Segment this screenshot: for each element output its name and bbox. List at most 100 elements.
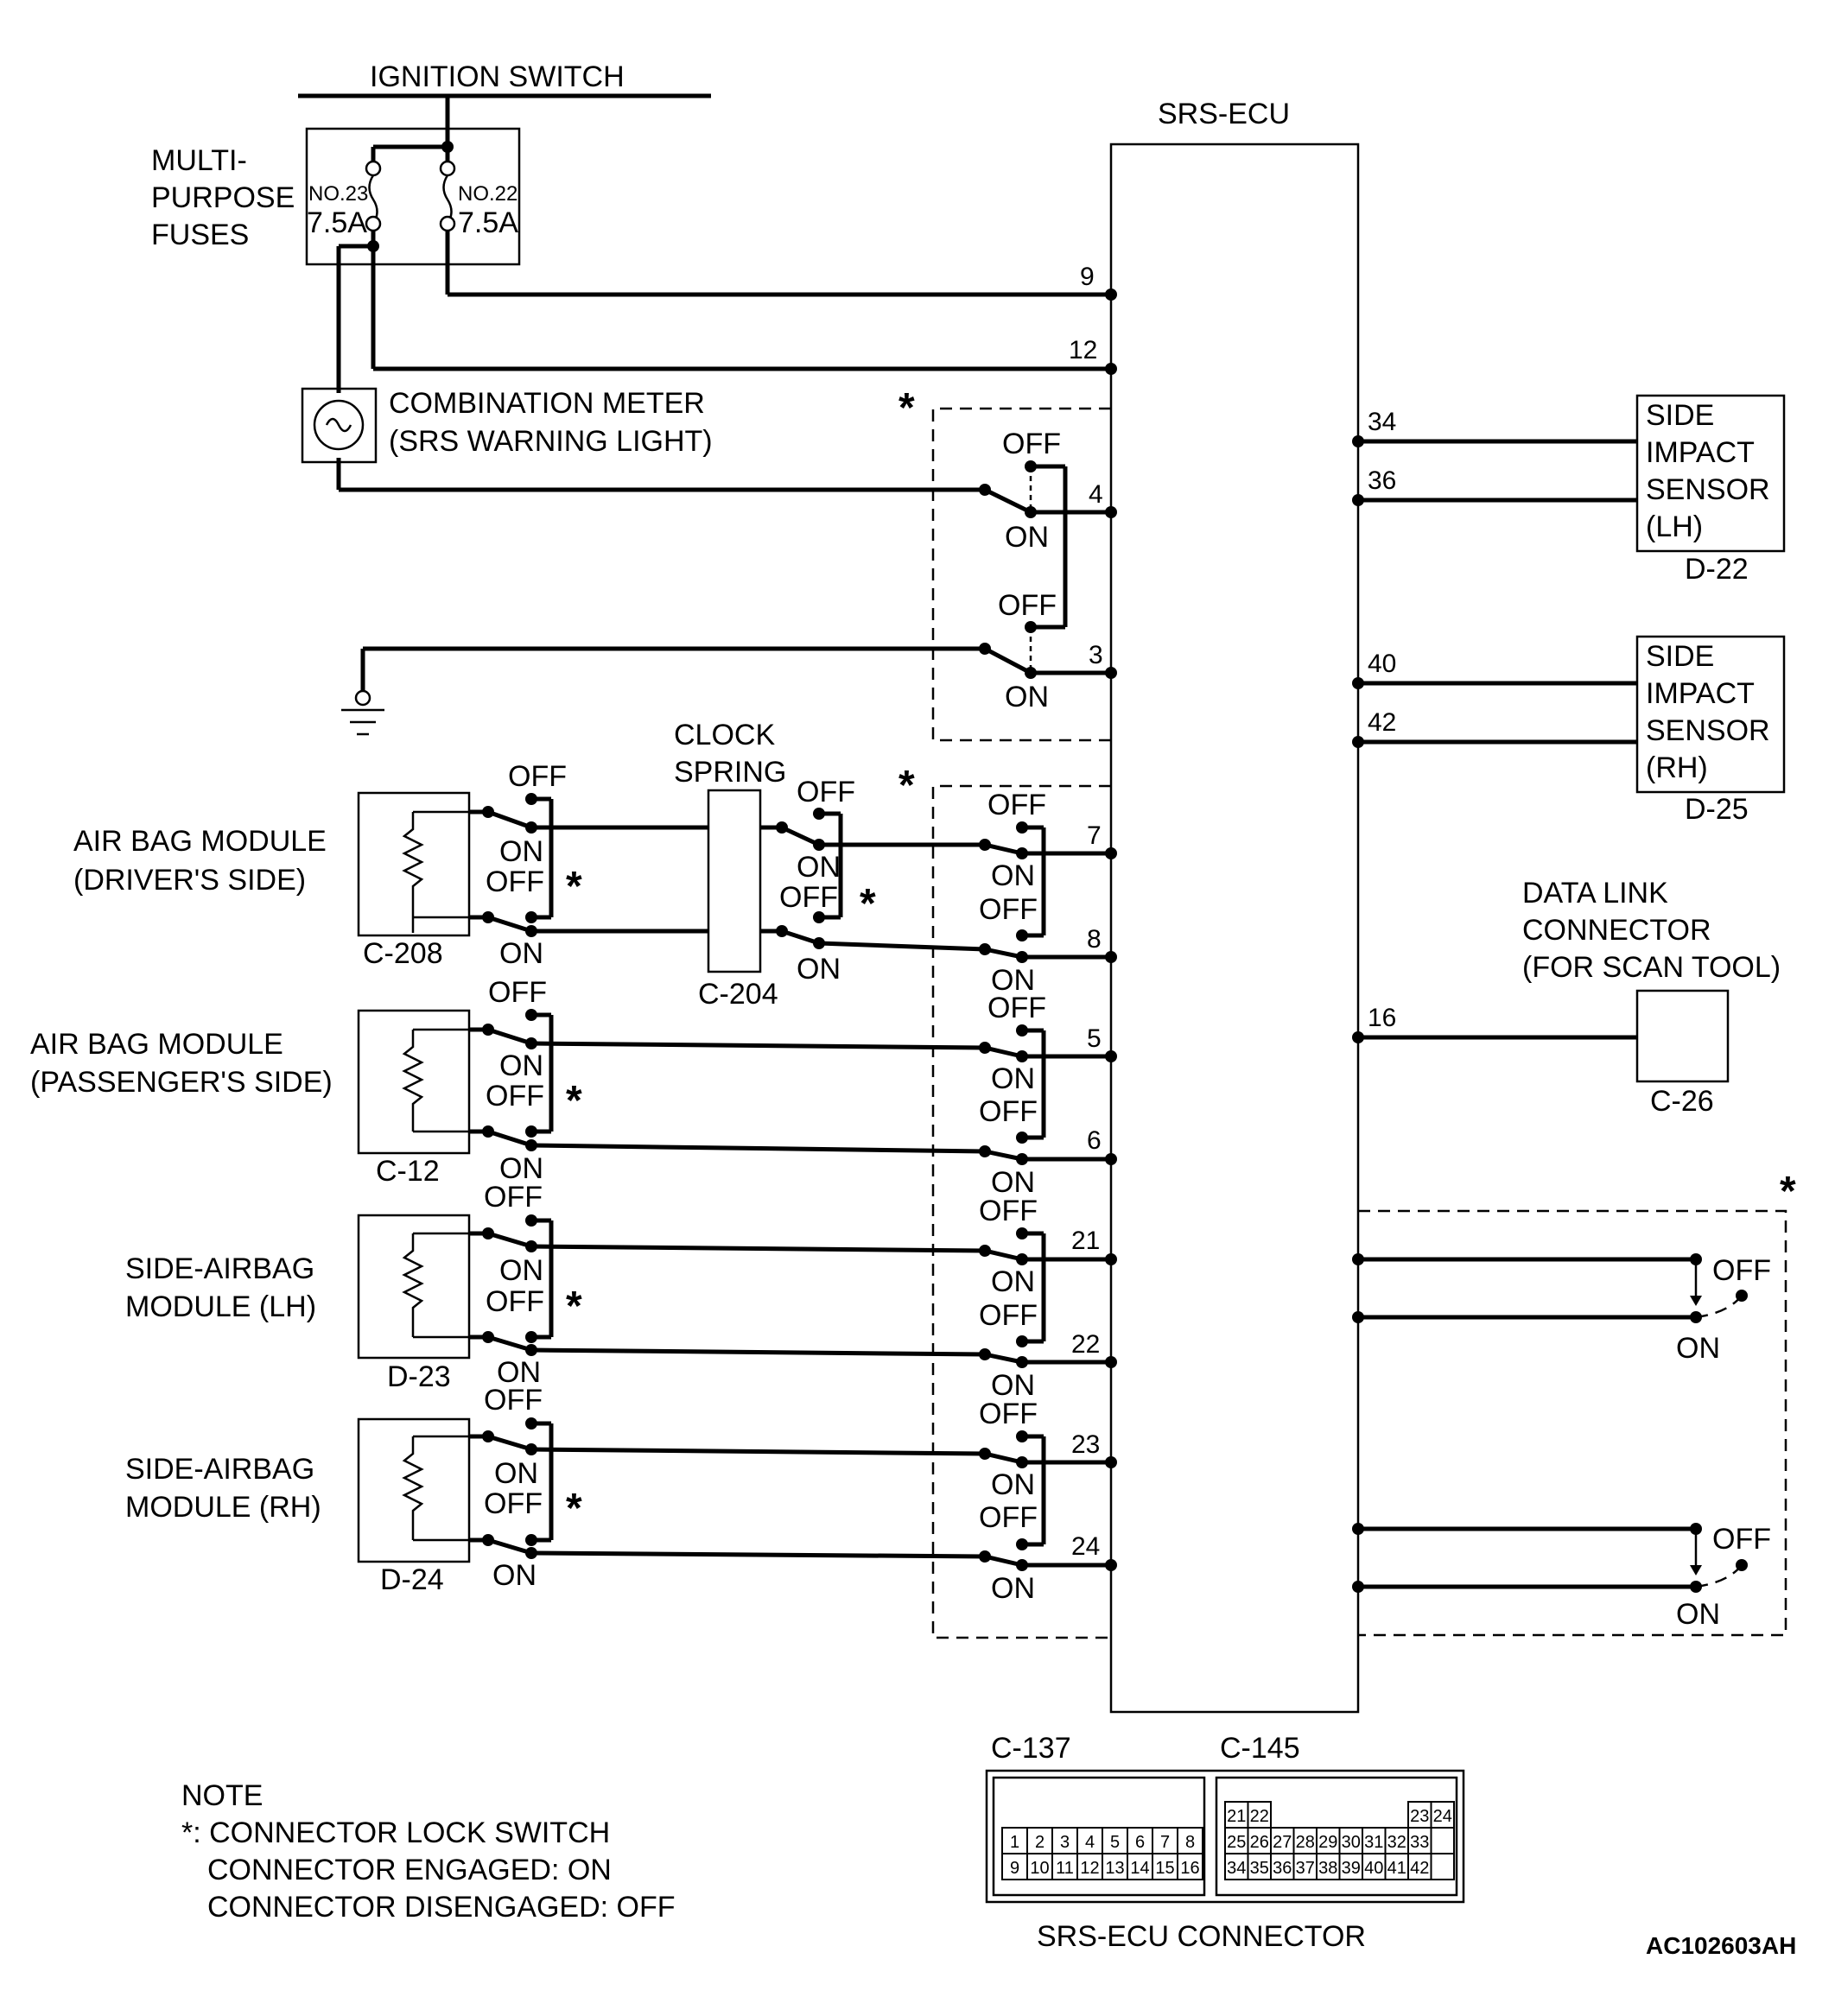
ecu-pin-23: 23 [1071,1430,1100,1459]
svg-text:OFF: OFF [987,789,1046,821]
pin-number: 41 [1387,1859,1406,1878]
svg-text:OFF: OFF [987,992,1046,1024]
pin-number: 15 [1155,1859,1174,1878]
pin-number: 40 [1364,1859,1383,1878]
clock-spring-label-2: SPRING [674,756,786,789]
svg-text:OFF: OFF [508,760,567,793]
mp-fuses-label-3: FUSES [151,219,249,251]
svg-text:SENSOR: SENSOR [1646,714,1770,747]
data-link-connector-box [1635,989,1730,1083]
connector-c145 [1215,1776,1458,1897]
resistor-icon [402,1030,424,1132]
pin-number: 29 [1318,1833,1337,1852]
pin-number: 11 [1056,1859,1074,1878]
svg-text:ON: ON [499,1152,543,1185]
pin-number: 36 [1273,1859,1292,1878]
module-box [357,791,471,937]
pin-number: 37 [1296,1859,1315,1878]
svg-text:ON: ON [492,1559,537,1592]
ecu-connector-frame [985,1769,1465,1904]
ecu-pin-9: 9 [1080,263,1095,291]
clock-spring-box [707,789,762,973]
note-line-3: CONNECTOR DISENGAGED: OFF [207,1891,676,1924]
svg-text:(DRIVER'S SIDE): (DRIVER'S SIDE) [73,864,306,897]
connector-c137 [992,1776,1206,1897]
fuse-23-rating: 7.5A [307,206,367,239]
svg-text:SIDE-AIRBAG: SIDE-AIRBAG [125,1453,314,1486]
resistor-icon [402,1233,424,1337]
pin-cell [1430,1853,1455,1880]
note-title: NOTE [181,1779,263,1812]
ecu-pin-8: 8 [1087,925,1102,954]
svg-text:ON: ON [991,1572,1035,1605]
dlc-label-2: CONNECTOR [1522,914,1711,947]
clock-spring-label-1: CLOCK [674,719,775,751]
svg-text:ON: ON [499,835,543,868]
svg-text:ON: ON [991,1062,1035,1095]
pin-number: 28 [1296,1833,1315,1852]
svg-text:*: * [566,1078,582,1124]
svg-text:*: * [566,864,582,910]
svg-text:ON: ON [991,1265,1035,1298]
svg-text:C-208: C-208 [363,937,443,970]
pin-number: 33 [1410,1833,1429,1852]
fuse-box [305,127,521,266]
svg-text:OFF: OFF [486,1285,544,1318]
pin-cell [1177,1853,1203,1880]
svg-text:ON: ON [991,859,1035,892]
ecu-pin-4: 4 [1089,480,1103,509]
figure-code: AC102603AH [1646,1932,1796,1959]
svg-text:OFF: OFF [979,1501,1038,1534]
pin-number: 6 [1135,1833,1145,1852]
dlc-connector-id: C-26 [1650,1085,1714,1118]
svg-text:D-24: D-24 [380,1563,444,1596]
svg-text:ON: ON [991,1369,1035,1402]
svg-text:OFF: OFF [779,881,838,914]
air-bag-module-driver: AIR BAG MODULE (DRIVER'S SIDE) C-208 OFF… [73,760,708,970]
svg-text:D-23: D-23 [387,1360,451,1393]
pin-number: 10 [1030,1859,1049,1878]
mp-fuses-label-1: MULTI- [151,144,247,177]
ecu-pin-16: 16 [1368,1004,1396,1032]
pin-number: 14 [1130,1859,1149,1878]
svg-text:(RH): (RH) [1646,751,1708,784]
ecu-pin-5: 5 [1087,1024,1102,1053]
warning-light-icon [313,399,365,451]
svg-text:OFF: OFF [486,865,544,898]
svg-text:OFF: OFF [979,1095,1038,1128]
combination-meter-label-2: (SRS WARNING LIGHT) [389,425,713,458]
svg-text:ON: ON [1676,1332,1720,1365]
pin-number: 5 [1110,1833,1120,1852]
pin-number: 31 [1364,1833,1383,1852]
pin-number: 8 [1185,1833,1195,1852]
svg-text:OFF: OFF [486,1080,544,1113]
svg-text:SIDE-AIRBAG: SIDE-AIRBAG [125,1252,314,1285]
svg-text:OFF: OFF [979,893,1038,926]
dlc-label-1: DATA LINK [1522,877,1668,910]
pin-number: 38 [1318,1859,1337,1878]
svg-text:ON: ON [499,1254,543,1287]
svg-text:*: * [898,763,915,808]
side-sensor-rh-connector: D-25 [1685,793,1749,826]
side-sensor-lh-label: SIDE [1646,399,1714,432]
svg-text:MODULE (RH): MODULE (RH) [125,1491,321,1524]
clock-spring-connector: C-204 [698,978,778,1011]
pin-number: 26 [1250,1833,1269,1852]
ecu-pin-24: 24 [1071,1532,1100,1561]
svg-text:AIR BAG MODULE: AIR BAG MODULE [30,1028,283,1061]
svg-text:OFF: OFF [484,1181,543,1214]
svg-text:*: * [1780,1169,1796,1214]
svg-text:OFF: OFF [979,1398,1038,1430]
pin-number: 22 [1250,1807,1269,1826]
pin-number: 1 [1010,1833,1019,1852]
side-impact-sensor-lh-box [1635,394,1786,553]
ecu-pin-36: 36 [1368,466,1396,495]
note-line-2: CONNECTOR ENGAGED: ON [207,1854,612,1886]
svg-text:OFF: OFF [979,1195,1038,1227]
air-bag-module-passenger: AIR BAG MODULE (PASSENGER'S SIDE) C-12 O… [30,976,986,1188]
svg-text:ON: ON [797,953,841,986]
pin-number: 39 [1342,1859,1361,1878]
pin-number: 16 [1180,1859,1199,1878]
